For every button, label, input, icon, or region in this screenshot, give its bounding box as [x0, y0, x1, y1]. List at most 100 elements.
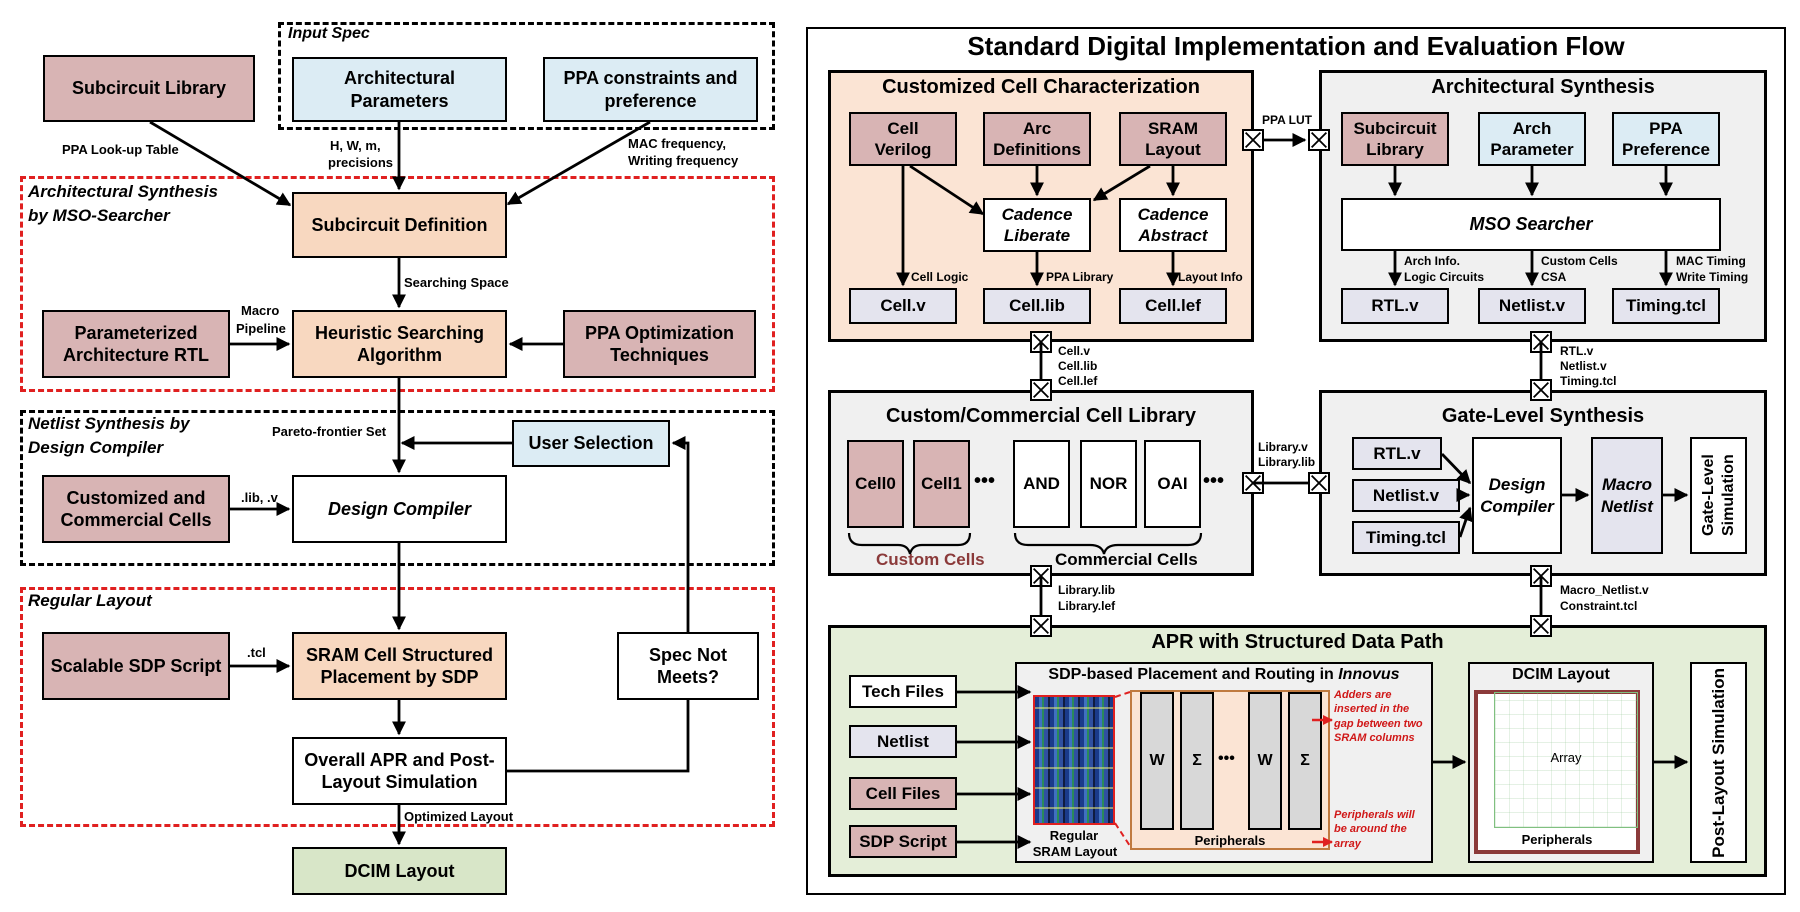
lib-v-label: .lib, .v [241, 490, 278, 505]
arch-synthesis-panel-title: Architectural Synthesis [1431, 76, 1655, 98]
regular-sram-caption-1: Regular [1049, 828, 1099, 843]
macro-netlist-label-1: Macro_Netlist.v [1560, 583, 1649, 597]
cell-logic-label: Cell Logic [911, 270, 969, 284]
w2-label: W [1257, 752, 1273, 769]
connector-ppa-lut-left [1242, 129, 1264, 151]
cell0-label: Cell0 [855, 474, 896, 494]
gls-timing-box: Timing.tcl [1352, 521, 1460, 554]
sdp-title-main: SDP-based Placement and Routing in [1048, 666, 1339, 683]
arch-info-label-2: Logic Circuits [1404, 270, 1485, 284]
w-column-2: W [1248, 692, 1282, 830]
netlist-synthesis-region [20, 410, 775, 566]
library-v-label-1: Library.v [1258, 440, 1308, 454]
ppa-library-label: PPA Library [1046, 270, 1114, 284]
netlist-synthesis-title-1: Netlist Synthesis by [28, 414, 190, 433]
post-layout-sim-label: Post-Layout Simulation [1708, 667, 1728, 858]
cell-verilog-line1: Cell [887, 118, 919, 138]
connector-macro-netlist-bottom [1530, 615, 1552, 637]
connector-rtl-files-top [1530, 331, 1552, 353]
sram-layout-line2: Layout [1145, 140, 1201, 159]
subcircuit-library-box: Subcircuit Library [43, 55, 255, 122]
w1-label: W [1149, 752, 1165, 769]
arc-def-line1: Arc [1022, 118, 1052, 138]
sdp-script-box: SDP Script [849, 825, 957, 858]
mac-timing-label-2: Write Timing [1676, 270, 1749, 284]
subcircuit-definition-label: Subcircuit Definition [311, 214, 488, 235]
heuristic-line1: Heuristic Searching [314, 322, 485, 343]
mac-freq-label-1: MAC frequency, [628, 136, 726, 151]
scalable-sdp-box: Scalable SDP Script [42, 632, 230, 700]
mso-searcher-box: MSO Searcher [1341, 198, 1721, 251]
cell-files-label: Cell Files [865, 783, 941, 803]
apr-title: APR with Structured Data Path [1151, 631, 1444, 653]
dcim-peripherals-label: Peripherals [1521, 832, 1593, 847]
gate-level-title: Gate-Level Synthesis [1441, 405, 1645, 427]
gls-simulation-box: Gate-Level Simulation [1690, 437, 1747, 554]
hwm-label-2: precisions [328, 155, 394, 170]
and-cell-box: AND [1013, 440, 1070, 528]
mac-timing-label-1: MAC Timing [1676, 254, 1746, 268]
gls-design-compiler-box: Design Compiler [1472, 437, 1562, 554]
sigma-column-2: Σ [1288, 692, 1322, 830]
arch-info-label-1: Arch Info. [1404, 254, 1460, 268]
architectural-parameters-box: Architectural Parameters [292, 57, 507, 122]
connector-lib-lef-top [1030, 565, 1052, 587]
peripherals-note: Peripherals will be around the array [1334, 808, 1415, 851]
layout-info-label: Layout Info [1178, 270, 1243, 284]
heuristic-line2: Algorithm [357, 345, 442, 365]
sdp-script-label: SDP Script [859, 831, 947, 851]
gls-netlist-box: Netlist.v [1352, 479, 1460, 512]
user-selection-label: User Selection [528, 433, 654, 454]
netlist-box: Netlist [849, 725, 957, 758]
cell-lib-label: Cell.lib [1009, 296, 1065, 316]
gls-rtl-box: RTL.v [1352, 437, 1442, 470]
adders-note: Adders are inserted in the gap between t… [1334, 688, 1423, 745]
sram-placement-line2: Placement by SDP [320, 667, 479, 687]
and-label: AND [1023, 474, 1060, 494]
cell-lib-box: Cell.lib [983, 288, 1091, 324]
tech-files-label: Tech Files [862, 681, 944, 701]
custom-commercial-line2: Commercial Cells [60, 510, 212, 530]
peripherals-caption: Peripherals [1194, 833, 1266, 848]
regular-layout-title: Regular Layout [28, 591, 152, 610]
timing-tcl-label: Timing.tcl [1626, 296, 1706, 316]
subcircuit-library-label: Subcircuit Library [71, 78, 227, 99]
library-v-label-2: Library.lib [1258, 455, 1316, 469]
connector-rtl-files-bottom [1530, 379, 1552, 401]
as-ppa-preference-box: PPA Preference [1612, 112, 1720, 166]
netlist-v-label: Netlist.v [1498, 296, 1566, 316]
columns-ellipsis: ••• [1218, 750, 1235, 767]
sram-placement-box: SRAM Cell Structured Placement by SDP [292, 632, 507, 700]
custom-commercial-line1: Customized and [66, 487, 206, 508]
param-arch-rtl-line1: Parameterized [74, 322, 198, 343]
as-subcircuit-line1: Subcircuit [1353, 118, 1437, 138]
connector-ppa-lut-right [1308, 129, 1330, 151]
heuristic-search-box: Heuristic Searching Algorithm [292, 310, 507, 378]
overall-apr-line2: Layout Simulation [321, 772, 478, 792]
cad-abs-line2: Abstract [1138, 226, 1208, 245]
connector-macro-netlist-top [1530, 565, 1552, 587]
spec-not-meets-box: Spec Not Meets? [617, 632, 759, 700]
cad-lib-line1: Cadence [1001, 204, 1073, 224]
design-compiler-box: Design Compiler [292, 475, 507, 543]
optimized-layout-label: Optimized Layout [404, 809, 514, 824]
cell0-box: Cell0 [847, 440, 904, 528]
rtl-v-label: RTL.v [1371, 296, 1419, 316]
connector-cell-files-bottom [1030, 379, 1052, 401]
ppa-constraints-line2: preference [604, 90, 697, 111]
commercial-cells-ellipsis: ••• [1203, 470, 1225, 492]
cell-files-label-3: Cell.lef [1058, 374, 1098, 388]
regular-layout-region [20, 587, 775, 827]
periph-note-2: be around the [1334, 823, 1407, 836]
cell-files-label-2: Cell.lib [1058, 359, 1098, 373]
sram-layout-box: SRAM Layout [1119, 112, 1227, 166]
adders-note-4: SRAM columns [1334, 731, 1415, 744]
ppa-lut-connector-label: PPA LUT [1262, 113, 1312, 127]
as-ppa-line1: PPA [1649, 118, 1683, 138]
sram-placement-line1: SRAM Cell Structured [305, 644, 494, 665]
ppa-constraints-line1: PPA constraints and [563, 68, 738, 88]
cell-library-title: Custom/Commercial Cell Library [885, 405, 1197, 427]
gls-rtl-label: RTL.v [1373, 443, 1421, 463]
cell-v-label: Cell.v [880, 296, 926, 316]
ppa-opt-line1: PPA Optimization [584, 322, 734, 343]
